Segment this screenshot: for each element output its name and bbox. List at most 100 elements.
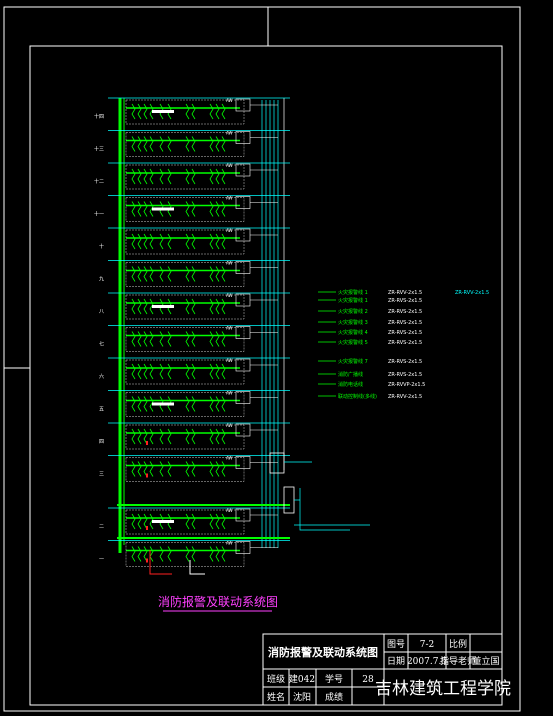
detector-symbol [209,513,214,530]
title-block-drawing-title: 消防报警及联动系统图 [268,645,378,659]
floor-frame-12 [125,457,245,482]
detector-symbol [221,136,226,152]
module-bar [152,110,174,113]
detector-symbol [137,266,142,282]
detector-symbol [137,461,142,477]
detector-symbol [131,233,136,250]
legend-cable-5: ZR-RVS-2x1.5 [388,330,422,336]
junction-box-4 [235,196,251,209]
detector-symbol [137,136,142,152]
detector-symbol [159,428,164,445]
junction-box-2 [235,131,251,144]
detector-symbol [167,363,172,380]
drawing-no-value: 7-2 [420,640,435,650]
junction-box-1 [235,98,251,112]
detector-symbol [209,168,214,185]
detector-symbol [167,136,172,152]
detector-symbol [143,266,148,282]
detector-symbol [215,298,220,315]
detector-symbol [167,461,172,477]
terminal-box [283,486,295,514]
detector-symbol [221,168,226,185]
detector-symbol [185,396,190,412]
module-bar [152,520,174,523]
drawing-no-label: 图号 [387,639,405,650]
junction-box-label: AW [226,261,233,266]
outgoing-line-3 [299,488,350,531]
detector-symbol [185,233,190,250]
junction-box-9 [235,358,251,372]
detector-symbol [149,461,154,477]
module-bar [152,305,174,308]
junction-box-label: AW [226,228,233,233]
floor-frame-4 [125,197,245,222]
bottom-white-line [189,560,205,575]
legend-cable-3: ZR-RVS-2x1.5 [388,309,422,315]
floor-label-13: 二 [99,524,104,530]
detector-symbol [209,103,214,120]
legend-cable-9: ZR-RVVP-2x1.5 [388,382,425,388]
junction-box-10 [235,391,251,404]
detector-symbol [167,428,172,445]
detector-symbol [221,298,226,315]
detector-symbol [149,363,154,380]
module-bar [152,207,174,211]
junction-box-label: AW [226,163,233,168]
detector-symbol [185,103,190,120]
junction-box-3 [235,163,251,177]
floor-label-8: 七 [99,341,104,348]
detector-symbol [191,103,196,120]
detector-symbol [143,461,148,477]
name-value: 沈阳 [293,691,311,703]
detector-symbol [149,266,154,282]
legend-label-6: 火灾报警线 5 [338,339,368,346]
detector-symbol [137,331,142,347]
detector-symbol [131,331,136,347]
detector-symbol [209,266,214,282]
detector-symbol [137,298,142,315]
detector-symbol [159,136,164,152]
advisor-value: 董立国 [472,655,499,667]
legend-label-4: 火灾报警线 3 [338,319,368,326]
detector-symbol [167,233,172,250]
detector-symbol [185,513,190,530]
junction-box-label: AW [226,508,233,513]
detector-symbol [143,136,148,152]
alarm-marker [146,526,148,530]
floor-label-9: 六 [99,373,104,380]
detector-symbol [159,266,164,282]
name-label: 姓名 [267,691,285,703]
detector-symbol [191,513,196,530]
junction-box-13 [235,508,251,522]
legend-label-3: 火灾报警线 2 [338,308,368,315]
detector-symbol [185,168,190,185]
junction-box-5 [235,228,251,242]
legend-cable-6: ZR-RVS-2x1.5 [388,340,422,346]
detector-symbol [215,428,220,445]
detector-symbol [143,331,148,347]
detector-symbol [215,103,220,120]
detector-symbol [215,331,220,347]
detector-symbol [137,103,142,120]
detector-symbol [131,513,136,530]
floor-frame-8 [125,327,245,352]
detector-symbol [149,331,154,347]
floor-frame-11 [125,424,245,450]
detector-symbol [191,331,196,347]
detector-symbol [215,396,220,412]
detector-symbol [149,298,154,315]
junction-box-label: AW [226,293,233,298]
detector-symbol [149,201,154,217]
detector-symbol [159,168,164,185]
detector-symbol [143,103,148,120]
riser-diagram: 十四AW十三AW十二AW十一AW十AW九AW八AW七AW六AW五AW四AW三AW… [94,97,370,575]
detector-symbol [185,546,190,562]
legend-cable-10: ZR-RVV-2x1.5 [388,394,422,400]
floor-label-11: 四 [99,439,104,445]
date-label: 日期 [387,656,405,667]
detector-symbol [215,461,220,477]
class-value: 建042 [289,673,315,685]
detector-symbol [131,461,136,477]
